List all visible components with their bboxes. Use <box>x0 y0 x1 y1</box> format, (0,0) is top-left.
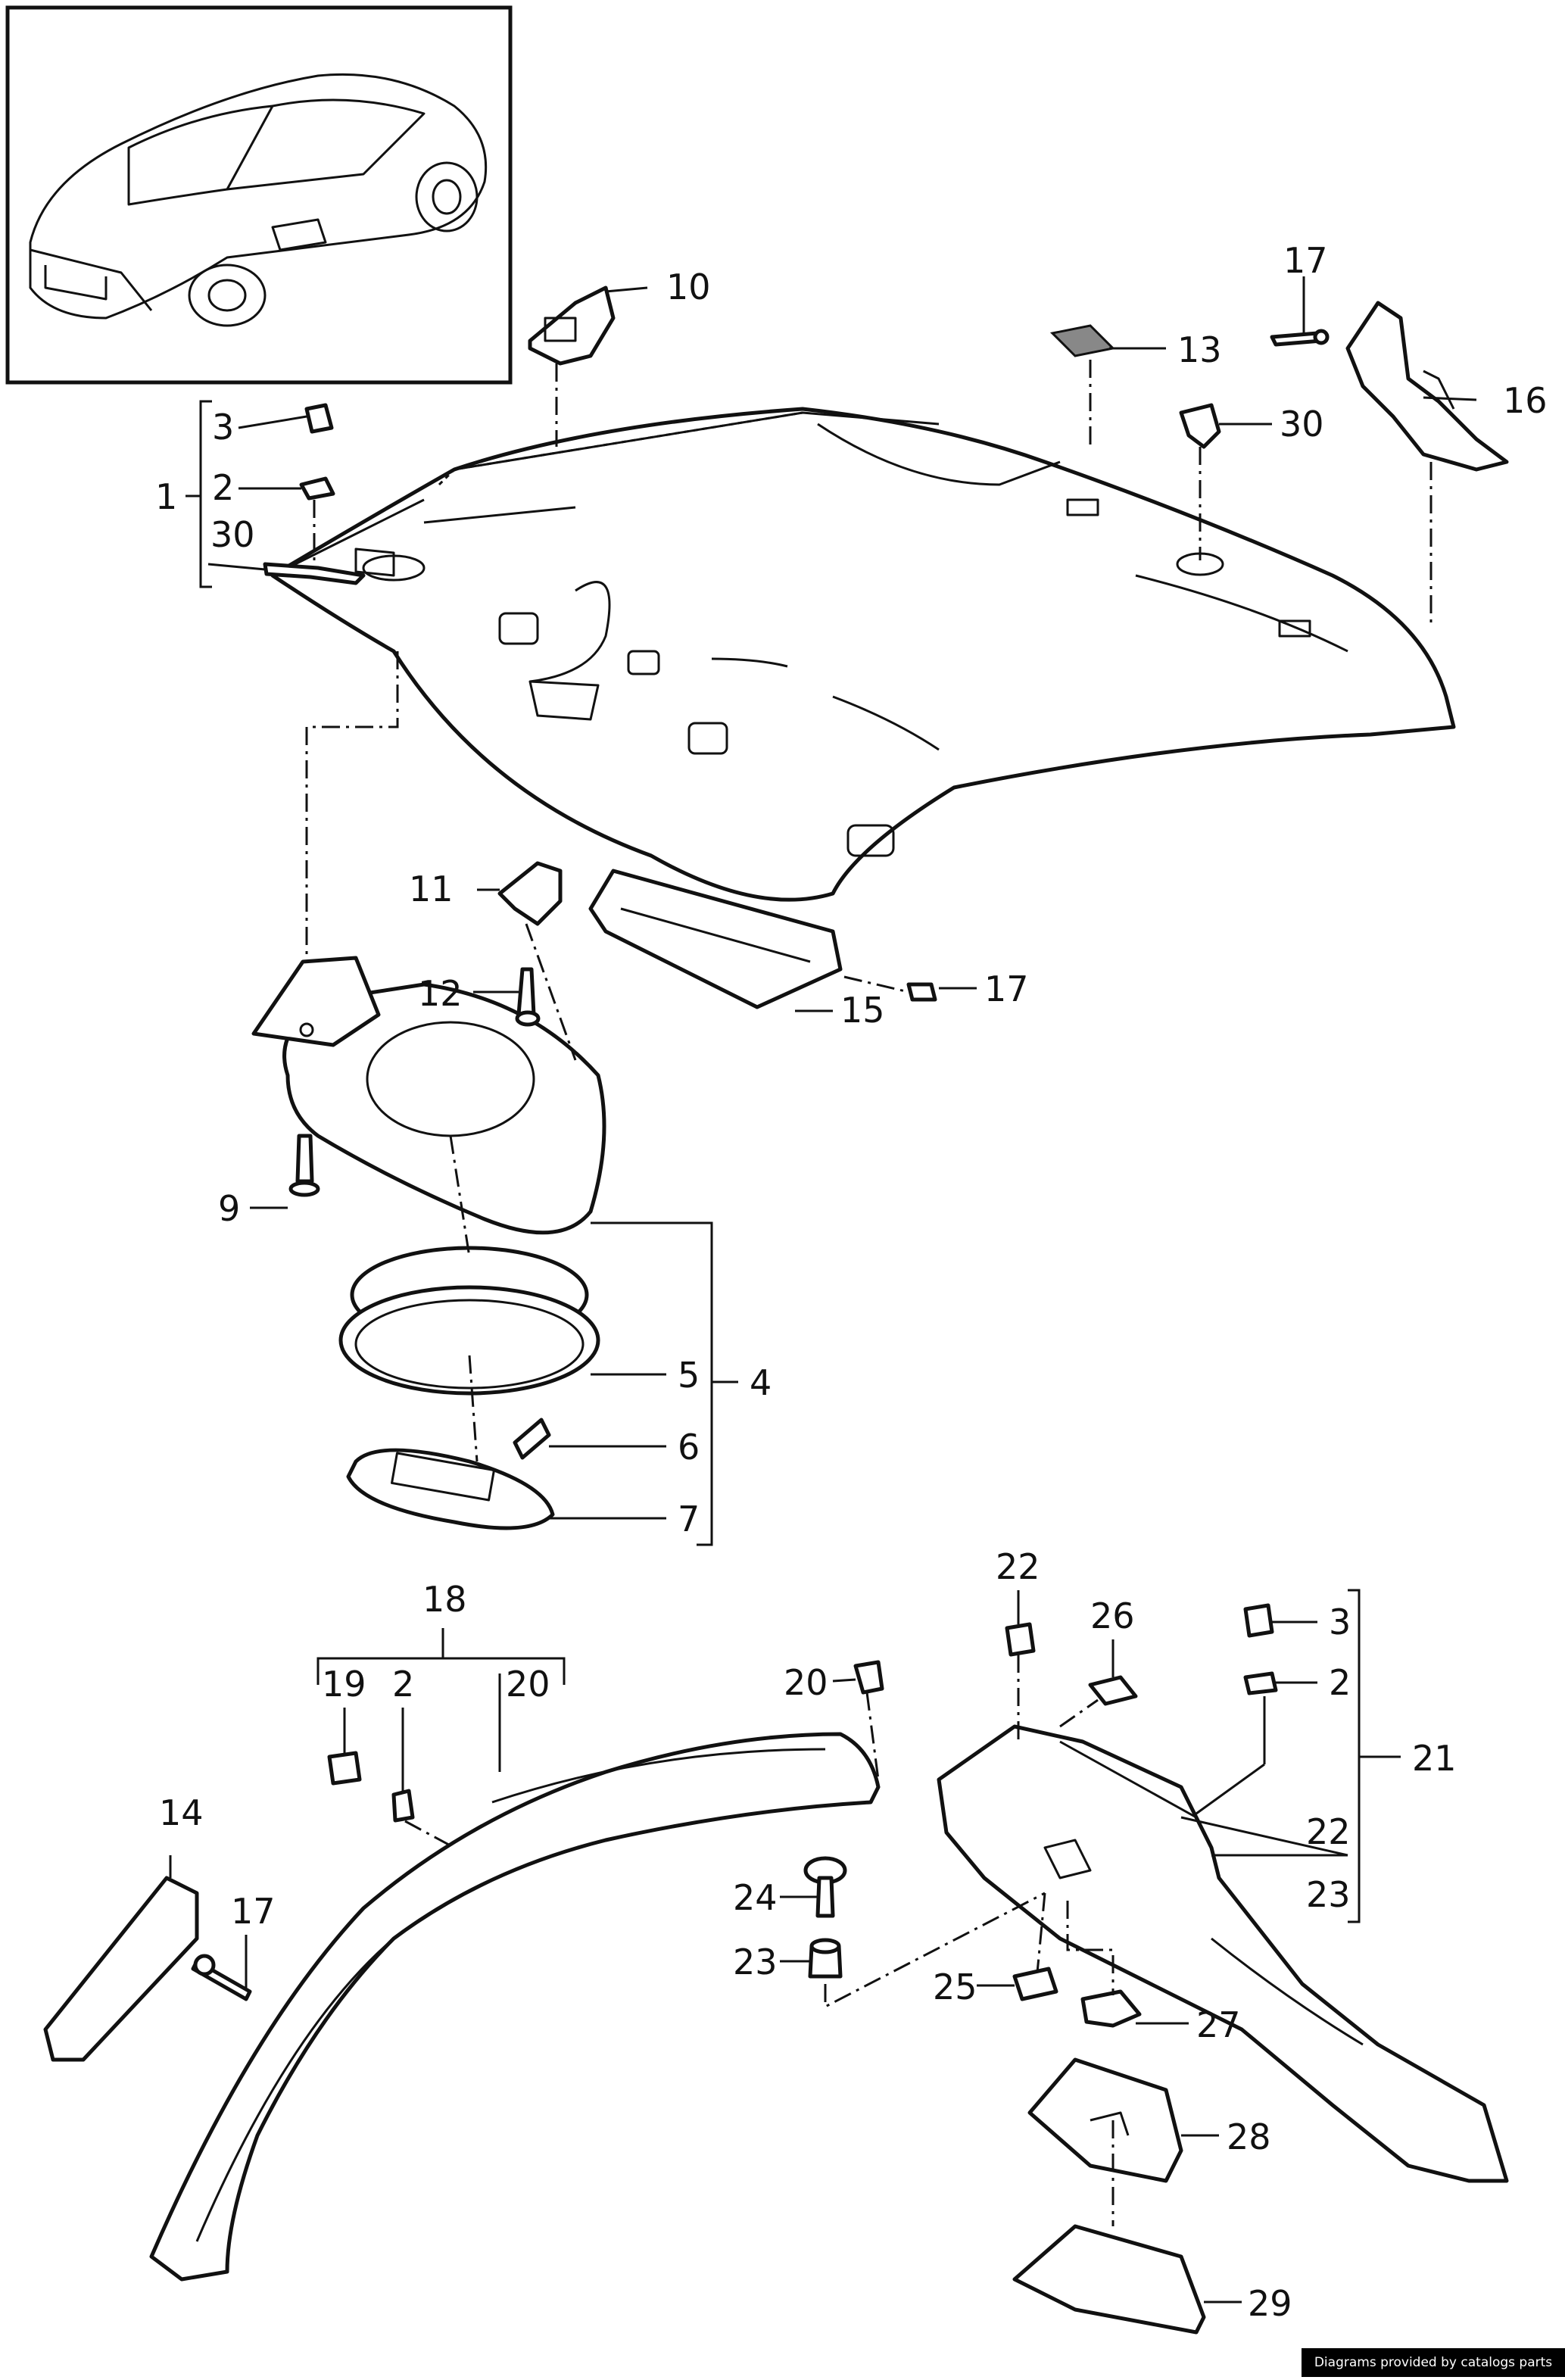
callout-12: 12 <box>418 973 463 1014</box>
pad-2b <box>391 1789 415 1823</box>
pad-2a <box>299 476 335 501</box>
mirror-glass-7 <box>346 1448 555 1530</box>
rivet-17b <box>906 982 937 1002</box>
lamp-housing-10 <box>528 285 616 366</box>
callout-29: 29 <box>1248 2283 1292 2324</box>
callout-9: 9 <box>218 1188 240 1229</box>
callout-17a: 17 <box>1283 240 1328 281</box>
callout-24: 24 <box>733 1877 778 1918</box>
callout-17b: 17 <box>984 969 1029 1009</box>
callout-14: 14 <box>159 1792 204 1833</box>
callout-18: 18 <box>422 1579 467 1620</box>
callout-11: 11 <box>409 869 454 909</box>
bulb-6 <box>513 1418 551 1460</box>
clip-19 <box>327 1751 362 1786</box>
callout-15: 15 <box>840 990 885 1031</box>
clip-3a <box>304 403 334 434</box>
c-pillar-trim <box>937 1724 1509 2183</box>
callout-2a: 2 <box>212 467 234 508</box>
callout-4: 4 <box>750 1362 772 1403</box>
callout-labels: 1 3 2 30 10 13 17 16 30 11 12 17 15 9 5 … <box>155 240 1548 2324</box>
callout-27: 27 <box>1196 2004 1241 2045</box>
bracket-16 <box>1345 301 1509 472</box>
callout-22b: 22 <box>1306 1811 1351 1852</box>
callout-13: 13 <box>1177 329 1222 370</box>
callout-26: 26 <box>1090 1596 1135 1636</box>
callout-16: 16 <box>1503 380 1548 421</box>
trim-14 <box>43 1876 199 2062</box>
callout-23b: 23 <box>733 1942 778 1982</box>
callout-6: 6 <box>678 1427 700 1468</box>
callout-30b: 30 <box>1280 404 1324 444</box>
callout-23a: 23 <box>1306 1874 1351 1915</box>
callout-10: 10 <box>666 267 711 307</box>
pad-13 <box>1049 324 1116 357</box>
callout-17c: 17 <box>231 1891 276 1932</box>
screw-12 <box>515 967 541 1027</box>
leader-lines <box>169 276 1477 2304</box>
cover-27 <box>1080 1989 1142 2028</box>
nut-25 <box>1012 1967 1058 2001</box>
callout-22a: 22 <box>996 1546 1040 1587</box>
callout-30a: 30 <box>210 514 255 555</box>
callout-7: 7 <box>678 1499 700 1539</box>
callout-1: 1 <box>155 476 177 517</box>
credit-banner: Diagrams provided by catalogs parts <box>1302 2348 1565 2377</box>
clip-3b <box>1243 1603 1274 1638</box>
car-thumbnail <box>5 5 513 385</box>
a-pillar-trim <box>149 1732 881 2282</box>
callout-3b: 3 <box>1329 1602 1351 1642</box>
callout-3a: 3 <box>212 407 234 448</box>
bracket-11 <box>497 861 563 926</box>
callout-2b: 2 <box>392 1664 414 1705</box>
callout-25: 25 <box>933 1967 977 2007</box>
headliner <box>270 407 1456 902</box>
callout-20b: 20 <box>784 1662 828 1703</box>
clip-20a <box>853 1660 884 1695</box>
screw-9 <box>288 1134 320 1197</box>
callout-5: 5 <box>678 1355 700 1396</box>
strip-30a <box>263 562 366 585</box>
callout-28: 28 <box>1227 2116 1271 2157</box>
callout-21: 21 <box>1412 1738 1457 1779</box>
rivet-17c <box>191 1954 252 2001</box>
clip-22a <box>1005 1622 1036 1657</box>
rivet-17a <box>1270 329 1330 347</box>
callout-2c: 2 <box>1329 1662 1351 1703</box>
clip-30b <box>1179 403 1221 449</box>
callout-19: 19 <box>322 1664 366 1705</box>
clip-26 <box>1088 1675 1138 1706</box>
bolt-24 <box>803 1856 847 1918</box>
rail-15 <box>588 869 843 1009</box>
cover-28 <box>1027 2057 1183 2183</box>
cover-29 <box>1012 2224 1206 2335</box>
pad-2c <box>1243 1671 1278 1695</box>
mirror-frame <box>338 1246 600 1396</box>
sleeve-23 <box>808 1938 843 1979</box>
callout-20a: 20 <box>506 1664 550 1705</box>
